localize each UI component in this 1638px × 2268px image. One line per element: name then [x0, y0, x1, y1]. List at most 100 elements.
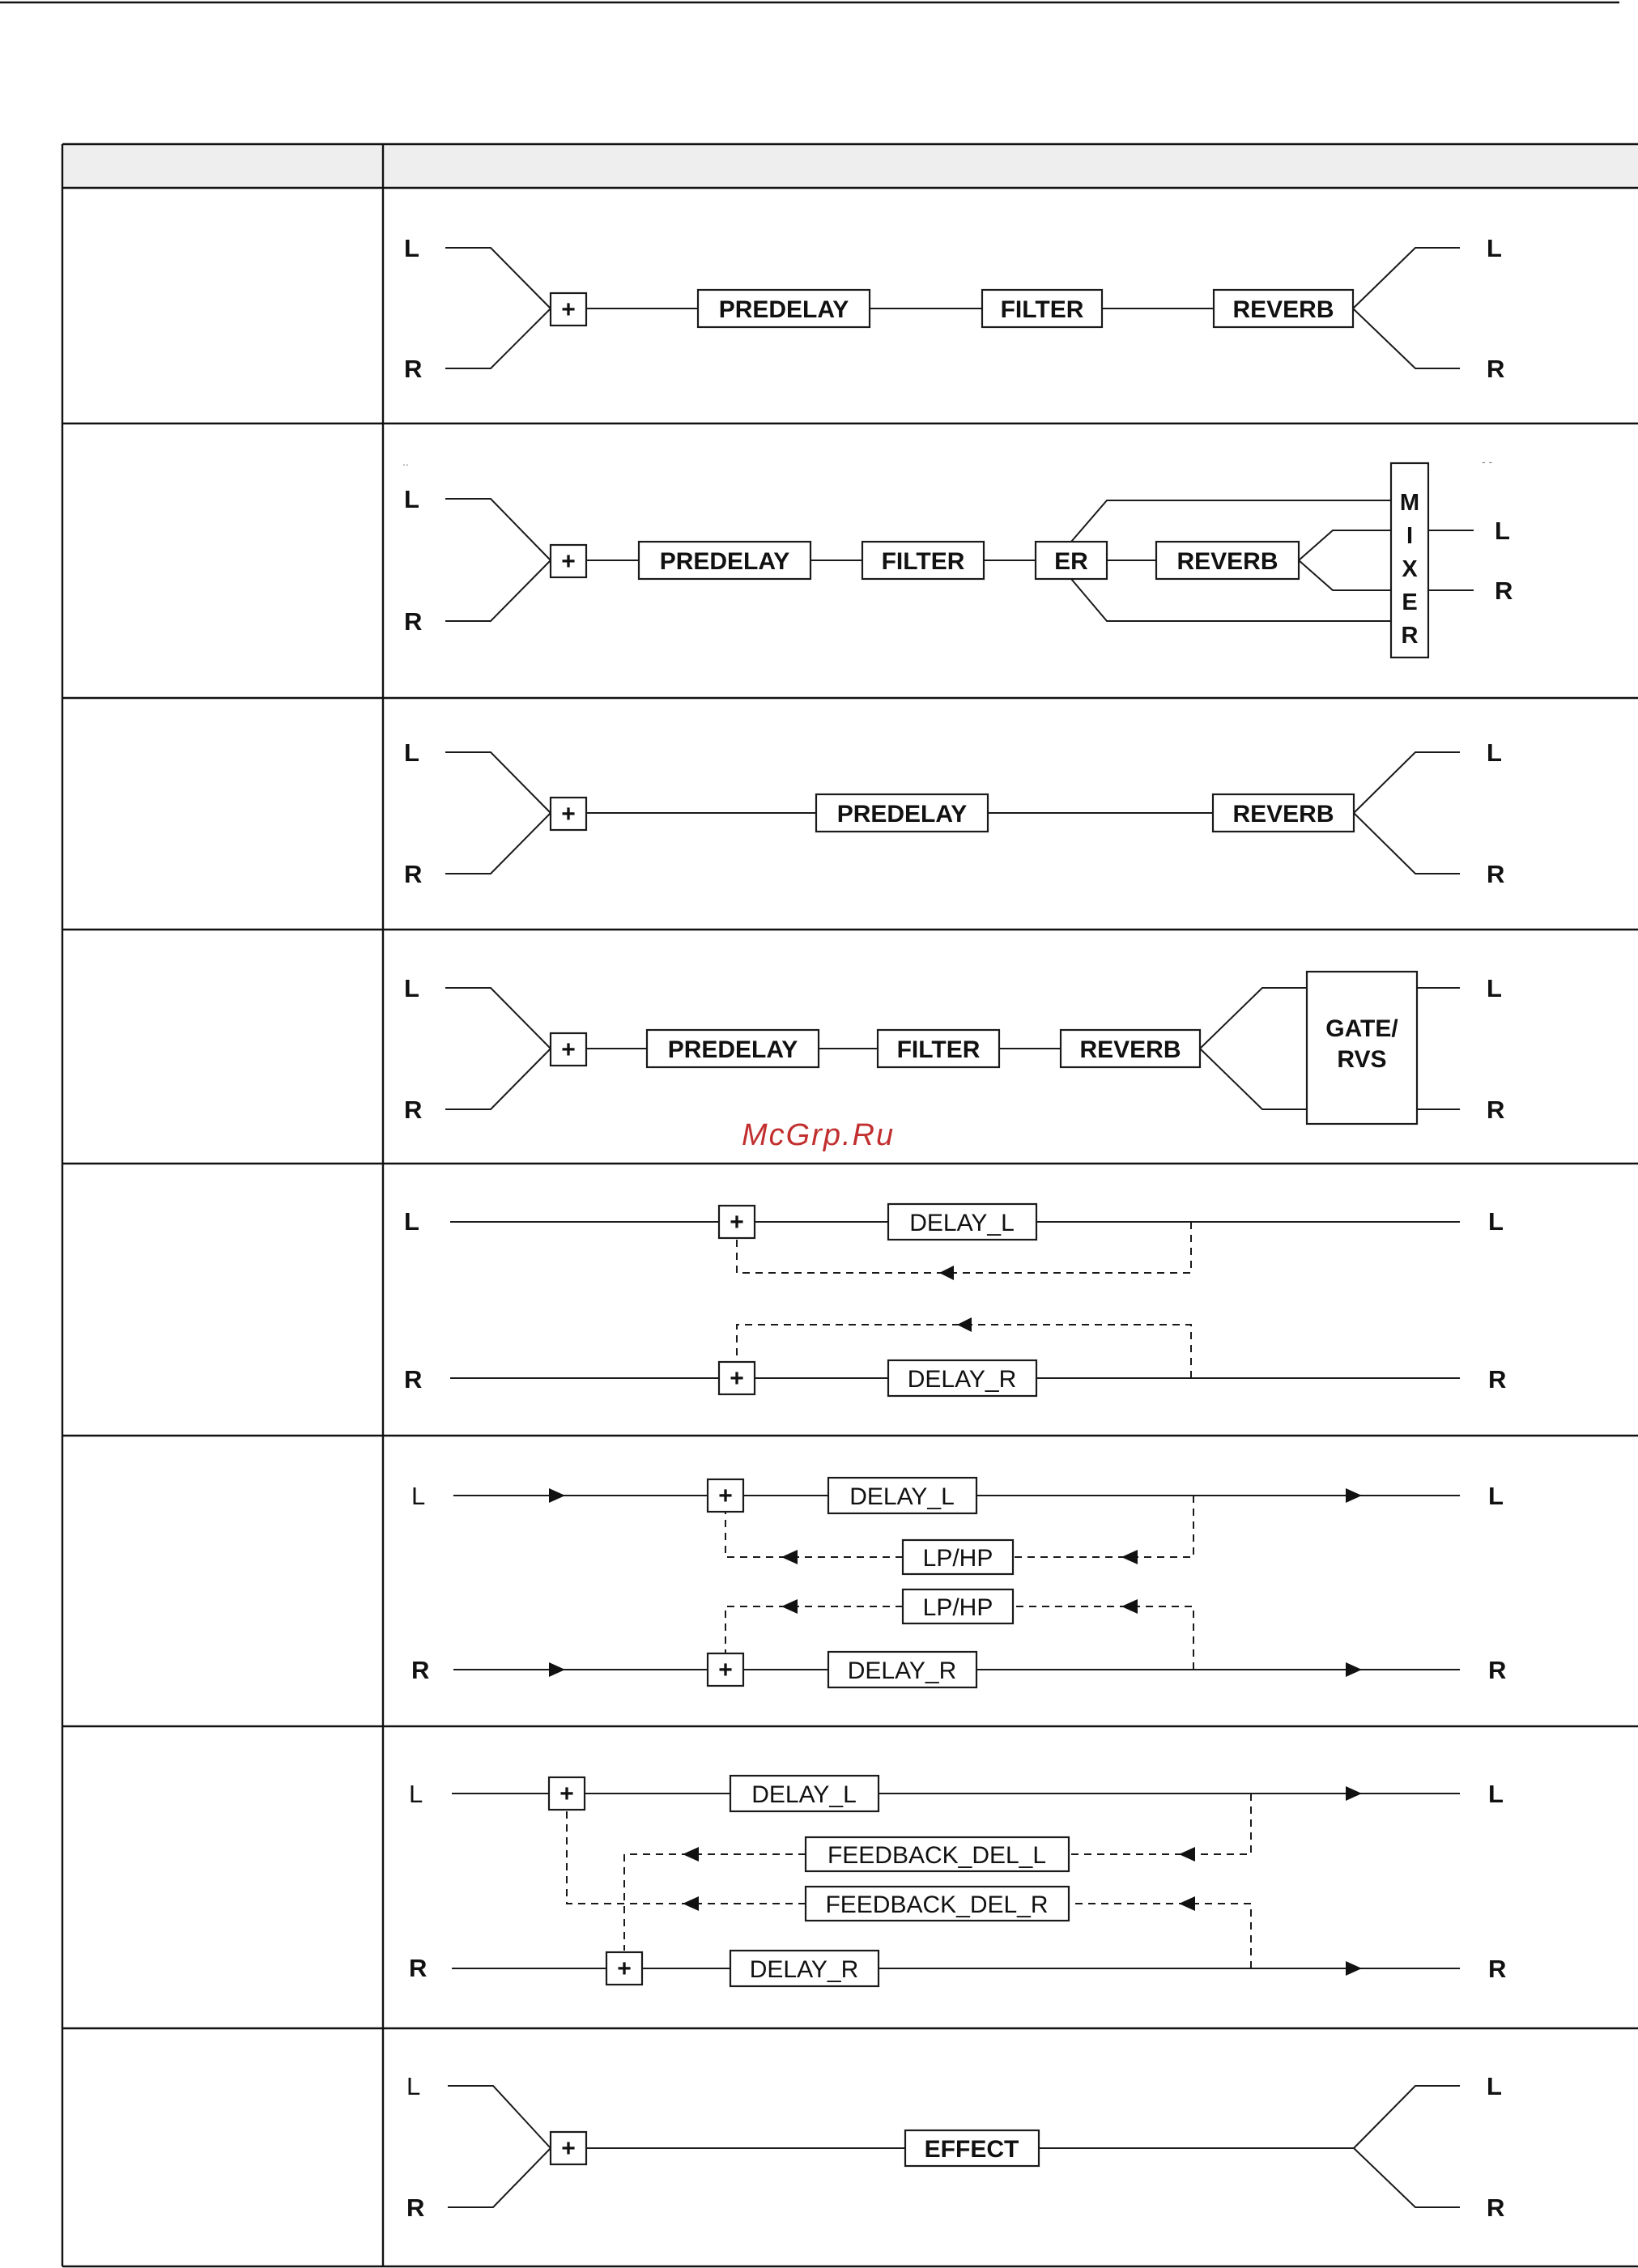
output-label-right: R [1487, 355, 1504, 383]
feedback-arrow [957, 1317, 972, 1332]
table-grid [61, 143, 1638, 2268]
signal-arrow [1346, 1786, 1362, 1801]
signal-arrow [549, 1488, 565, 1503]
filter-label: FILTER [897, 1036, 981, 1063]
sum-symbol: + [561, 801, 576, 828]
feedback-arrow [1121, 1599, 1138, 1614]
diagram-row-4: L R + PREDELAY FILTER REVERB GATE/ RVS L… [404, 970, 1504, 1152]
input-label-left: L [404, 738, 419, 767]
sum-symbol: + [561, 548, 576, 575]
sum-symbol: + [559, 1781, 574, 1807]
er-label: ER [1054, 548, 1088, 575]
delay-r-label: DELAY_R [750, 1956, 859, 1983]
faint-mark: .. [402, 455, 409, 468]
filter-block [876, 1028, 1001, 1069]
reverb-label: REVERB [1232, 801, 1334, 828]
lp-hp-label: LP/HP [923, 1594, 993, 1621]
feedback-arrow [781, 1599, 798, 1614]
feedback-arrow [1179, 1847, 1195, 1862]
feedback-arrow [683, 1847, 699, 1862]
mixer-block [1389, 462, 1430, 659]
diagram-row-7: L R + DELAY_L FEEDBACK_DEL_L FEEDBACK_DE… [409, 1774, 1506, 1988]
sum-node [547, 1776, 586, 1811]
output-label-left: L [1488, 1482, 1504, 1510]
sum-node [717, 1360, 756, 1396]
predelay-block [637, 540, 812, 581]
input-label-right: R [404, 607, 422, 636]
input-label-right: R [411, 1656, 429, 1684]
input-label-right: R [404, 1365, 422, 1394]
input-label-right: R [404, 860, 422, 888]
reverb-block [1211, 793, 1355, 833]
mixer-letter: R [1402, 623, 1419, 649]
mixer-letter: M [1400, 490, 1419, 516]
sum-node [549, 291, 588, 327]
feedback-del-r-label: FEEDBACK_DEL_R [825, 1891, 1048, 1918]
output-label-right: R [1487, 1096, 1504, 1124]
lp-hp-block [901, 1538, 1015, 1576]
output-label-right: R [1495, 577, 1512, 605]
delay-l-block [729, 1774, 880, 1813]
faint-mark: - - [1482, 455, 1493, 468]
output-label-left: L [1487, 234, 1502, 262]
input-label-left: L [404, 234, 419, 262]
output-label-right: R [1488, 1365, 1506, 1394]
output-label-right: R [1487, 860, 1504, 888]
predelay-label: PREDELAY [719, 296, 849, 323]
sum-node [549, 2130, 588, 2166]
sum-node [549, 1032, 588, 1067]
sum-symbol: + [730, 1365, 744, 1392]
output-label-left: L [1487, 738, 1502, 767]
sum-symbol: + [561, 296, 576, 323]
reverb-label: REVERB [1176, 548, 1278, 575]
sum-symbol: + [718, 1657, 733, 1683]
feedback-del-r-block [804, 1885, 1070, 1922]
gate-label: GATE/ [1325, 1015, 1398, 1042]
delay-r-label: DELAY_R [908, 1366, 1017, 1393]
input-label-left: L [411, 1482, 425, 1510]
input-label-right: R [404, 1096, 422, 1124]
sum-node [706, 1652, 745, 1687]
rvs-label: RVS [1337, 1046, 1386, 1073]
delay-r-block [827, 1650, 978, 1689]
predelay-label: PREDELAY [668, 1036, 798, 1063]
lp-hp-label: LP/HP [923, 1545, 993, 1572]
mixer-letter: E [1402, 589, 1417, 615]
sum-node [549, 543, 588, 579]
sum-node [549, 796, 588, 832]
sum-symbol: + [617, 1955, 632, 1982]
delay-l-block [887, 1202, 1038, 1241]
output-label-right: R [1487, 2194, 1504, 2222]
delay-r-label: DELAY_R [848, 1657, 957, 1684]
reverb-block [1212, 288, 1355, 329]
feedback-del-l-label: FEEDBACK_DEL_L [828, 1842, 1046, 1869]
input-label-right: R [406, 2194, 424, 2222]
feedback-arrow [683, 1896, 699, 1911]
sum-symbol: + [561, 1036, 576, 1063]
output-label-left: L [1487, 974, 1502, 1002]
output-label-left: L [1488, 1780, 1504, 1808]
output-label-left: L [1495, 517, 1510, 545]
diagram-row-3: L R + PREDELAY REVERB L R [404, 738, 1504, 888]
mixer-letter: I [1406, 523, 1413, 549]
feedback-arrow [1179, 1896, 1195, 1911]
input-label-right: R [404, 355, 422, 383]
sum-symbol: + [730, 1209, 744, 1236]
delay-l-label: DELAY_L [909, 1210, 1015, 1236]
signal-arrow [1346, 1662, 1362, 1677]
feedback-arrow [781, 1550, 798, 1564]
output-label-right: R [1488, 1955, 1506, 1983]
signal-arrow [549, 1662, 565, 1677]
diagram-row-8: L R + EFFECT L R [406, 2072, 1504, 2222]
signal-arrow [1346, 1961, 1362, 1976]
output-label-right: R [1488, 1656, 1506, 1684]
predelay-label: PREDELAY [837, 801, 968, 828]
diagram-row-2: .. - - L R + PREDELAY FILTER ER REVERB M… [402, 455, 1512, 659]
feedback-arrow [1121, 1550, 1138, 1564]
mixer-letter: X [1402, 556, 1418, 582]
input-label-left: L [404, 974, 419, 1002]
diagram-row-1: L R + PREDELAY FILTER REVERB L R [404, 234, 1504, 383]
sum-symbol: + [561, 2135, 576, 2162]
